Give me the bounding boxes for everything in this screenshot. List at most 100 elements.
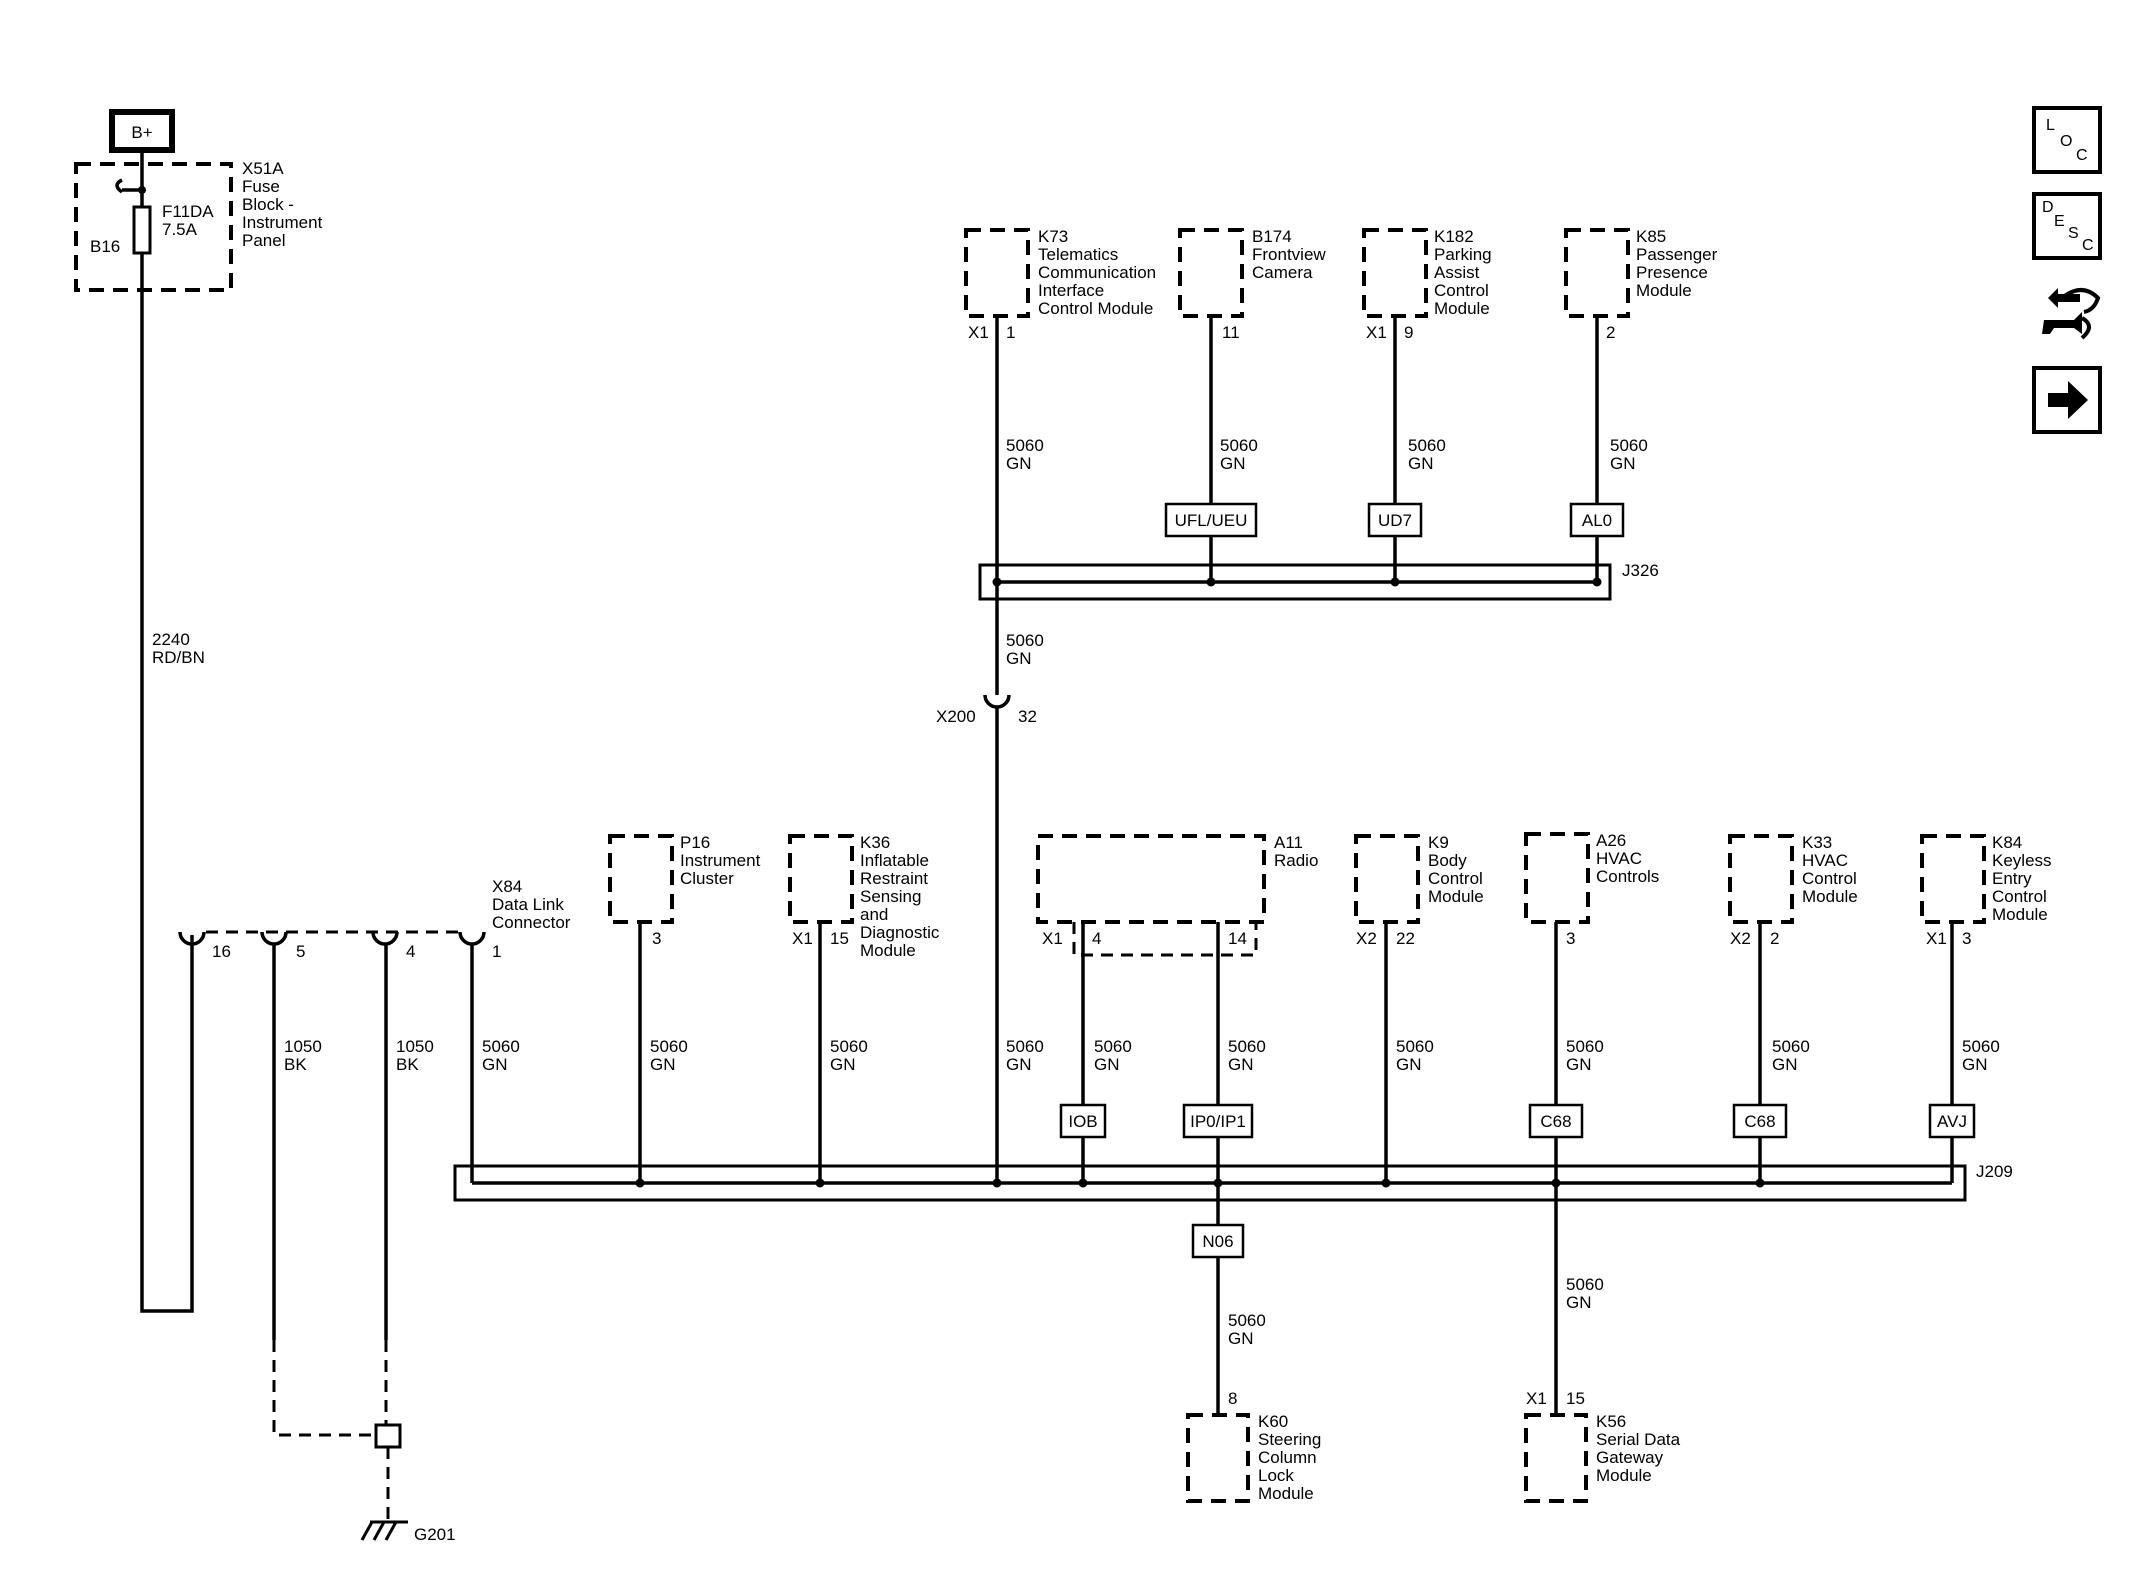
module-name: Module — [1636, 281, 1692, 300]
module-name: Telematics — [1038, 245, 1118, 264]
module-ref: K56 — [1596, 1412, 1626, 1431]
module-ref: K85 — [1636, 227, 1666, 246]
module-ref: K36 — [860, 833, 890, 852]
ground-label: G201 — [414, 1525, 456, 1544]
icon-letter: D — [2042, 199, 2054, 216]
module-name: Module — [1596, 1466, 1652, 1485]
module-ref: K182 — [1434, 227, 1474, 246]
wire-color: GN — [830, 1055, 856, 1074]
wire-circuit: 5060 — [650, 1037, 688, 1056]
fuse-rating: 7.5A — [162, 220, 198, 239]
wire-color: GN — [1094, 1055, 1120, 1074]
description-icon: D E S C — [2042, 199, 2094, 254]
module-name: Control — [1992, 887, 2047, 906]
connector-id: X2 — [1730, 929, 1751, 948]
wire-color: GN — [1408, 454, 1434, 473]
connector-id: X1 — [968, 323, 989, 342]
option-code: AVJ — [1937, 1112, 1967, 1131]
wire-color: BK — [396, 1055, 419, 1074]
icon-letter: S — [2068, 225, 2079, 242]
pin-number: 9 — [1404, 323, 1413, 342]
wire-circuit: 1050 — [284, 1037, 322, 1056]
module-name: Instrument — [680, 851, 761, 870]
wire-color: GN — [1220, 454, 1246, 473]
wire-circuit: 5060 — [1408, 436, 1446, 455]
module-name: Module — [1802, 887, 1858, 906]
wire-circuit: 5060 — [1006, 436, 1044, 455]
wire-color: RD/BN — [152, 648, 205, 667]
location-button[interactable]: L O C — [2032, 106, 2102, 174]
module-k33: K33 HVAC Control Module X2 2 5060 GN C68 — [1728, 833, 1858, 1188]
module-name: Restraint — [860, 869, 928, 888]
module-name: HVAC — [1802, 851, 1848, 870]
option-code: UFL/UEU — [1175, 511, 1248, 530]
fuse-block-name: Fuse — [242, 177, 280, 196]
next-arrow-icon — [2048, 381, 2088, 419]
description-button[interactable]: D E S C — [2032, 192, 2102, 260]
module-name: Passenger — [1636, 245, 1718, 264]
wire-circuit: 5060 — [1566, 1275, 1604, 1294]
pin-number: 15 — [830, 929, 849, 948]
module-name: Control — [1428, 869, 1483, 888]
wire-color: GN — [1566, 1293, 1592, 1312]
power-source: B+ — [109, 109, 175, 165]
module-name: Module — [1992, 905, 2048, 924]
module-name: Control Module — [1038, 299, 1153, 318]
pin-number: 4 — [1092, 929, 1101, 948]
dlc-pin: 16 — [212, 942, 231, 961]
pin-number: 8 — [1228, 1389, 1237, 1408]
wire-color: GN — [1228, 1329, 1254, 1348]
dlc-name: Data Link — [492, 895, 564, 914]
module-name: Serial Data — [1596, 1430, 1681, 1449]
module-name: Gateway — [1596, 1448, 1664, 1467]
wire-circuit: 2240 — [152, 630, 190, 649]
fuse-pin: B16 — [90, 237, 120, 256]
power-label: B+ — [131, 123, 152, 142]
next-button[interactable] — [2032, 366, 2102, 434]
module-ref: A11 — [1274, 833, 1303, 852]
connector-id: X1 — [1926, 929, 1947, 948]
module-name: Module — [860, 941, 916, 960]
splice-ref: J326 — [1622, 561, 1659, 580]
icon-letter: O — [2060, 133, 2072, 150]
splice-j326: J326 — [978, 561, 1659, 601]
module-name: Entry — [1992, 869, 2032, 888]
module-k60: N06 5060 GN 8 K60 Steering Column Lock M… — [1186, 1183, 1321, 1503]
module-name: Assist — [1434, 263, 1480, 282]
module-ref: A26 — [1596, 831, 1626, 850]
pin-number: 22 — [1396, 929, 1415, 948]
module-name: Column — [1258, 1448, 1317, 1467]
location-icon: L O C — [2046, 117, 2088, 164]
wire-circuit: 5060 — [482, 1037, 520, 1056]
wire-color: GN — [1610, 454, 1636, 473]
wire-circuit: 5060 — [1228, 1037, 1266, 1056]
module-k73: K73 Telematics Communication Interface C… — [964, 227, 1156, 695]
wire-circuit: 5060 — [1220, 436, 1258, 455]
dlc-ref: X84 — [492, 877, 522, 896]
option-code: N06 — [1202, 1232, 1233, 1251]
module-name: Body — [1428, 851, 1467, 870]
module-ref: K73 — [1038, 227, 1068, 246]
module-ref: K60 — [1258, 1412, 1288, 1431]
feed-wire: 2240 RD/BN — [140, 290, 205, 1313]
wire-circuit: 5060 — [1396, 1037, 1434, 1056]
fuse-id: F11DA — [162, 202, 214, 221]
splice-ref: J209 — [1976, 1162, 2013, 1181]
module-name: Interface — [1038, 281, 1104, 300]
module-ref: K84 — [1992, 833, 2022, 852]
wire-color: GN — [1566, 1055, 1592, 1074]
wire-color: GN — [482, 1055, 508, 1074]
diagnostic-button[interactable] — [2034, 278, 2101, 348]
splice-j209: J209 — [453, 1162, 2013, 1202]
connector-id: X1 — [1042, 929, 1063, 948]
icon-letter: L — [2046, 117, 2055, 134]
wire-color: GN — [1228, 1055, 1254, 1074]
module-name: Module — [1258, 1484, 1314, 1503]
icon-letter: E — [2054, 213, 2065, 230]
pin-number: 2 — [1770, 929, 1779, 948]
fuse-block-ref: X51A — [242, 159, 284, 178]
module-k9: K9 Body Control Module X2 22 5060 GN — [1354, 833, 1484, 1188]
wire-circuit: 5060 — [1094, 1037, 1132, 1056]
option-code: IP0/IP1 — [1190, 1112, 1246, 1131]
